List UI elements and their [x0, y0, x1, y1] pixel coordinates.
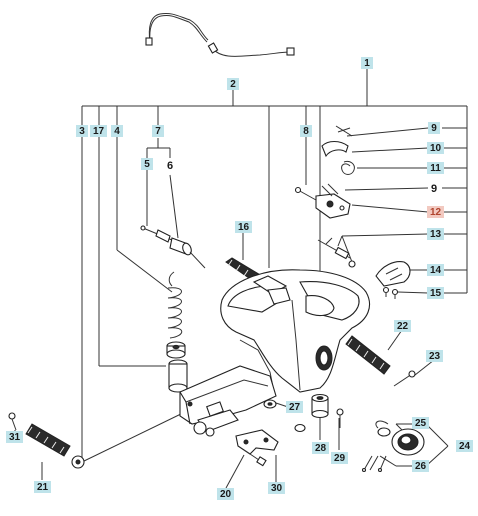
label-badge-31 — [6, 431, 23, 443]
label-badge-22 — [394, 320, 411, 332]
label-badge-30 — [268, 482, 285, 494]
bracket-part — [235, 429, 279, 455]
buffer-stack-part — [166, 341, 188, 393]
fuel-cap-part — [361, 420, 425, 473]
part-label-20: 20 — [220, 489, 232, 500]
part-label-8: 8 — [303, 126, 309, 137]
label-badge-17 — [90, 125, 107, 137]
part-label-25: 25 — [415, 418, 427, 429]
bushing-part — [311, 393, 329, 419]
label-badge-2 — [227, 78, 239, 90]
part-label-24: 24 — [459, 441, 471, 452]
main-housing-part — [179, 269, 370, 437]
label-badge-20 — [217, 488, 234, 500]
leader-lines — [14, 68, 468, 489]
part-label-17: 17 — [93, 126, 105, 137]
coil-spring-part — [167, 271, 183, 339]
label-badge-5 — [141, 158, 153, 170]
label-badge-15 — [427, 287, 444, 299]
pin-assembly-part — [317, 237, 356, 268]
label-badge-26 — [412, 460, 429, 472]
bellows-left-part — [25, 423, 85, 469]
part-label-13: 13 — [430, 229, 442, 240]
part-label-14: 14 — [430, 265, 442, 276]
label-badge-24 — [456, 440, 473, 452]
part-label-7: 7 — [155, 126, 161, 137]
hose-part — [145, 13, 295, 57]
label-badge-3 — [76, 125, 88, 137]
label-badge-16 — [235, 221, 252, 233]
label-badge-25 — [412, 417, 429, 429]
part-label-3: 3 — [79, 126, 85, 137]
part-label-5: 5 — [144, 159, 150, 170]
part-label-10: 10 — [430, 143, 442, 154]
part-label-2: 2 — [230, 79, 236, 90]
part-label-9a: 9 — [431, 123, 437, 134]
label-badge-4 — [111, 125, 123, 137]
small-screws-part — [382, 286, 399, 299]
part-label-30: 30 — [271, 483, 283, 494]
trigger-plate-part — [375, 261, 411, 287]
label-badge-9a — [428, 122, 440, 134]
screw-29-part — [336, 408, 344, 428]
part-label-9b: 9 — [431, 183, 437, 195]
label-badge-29 — [331, 452, 348, 464]
part-label-12: 12 — [430, 207, 442, 218]
bellows-right-part — [345, 335, 391, 375]
label-badge-27 — [286, 401, 303, 413]
part-label-22: 22 — [397, 321, 409, 332]
label-badge-28 — [312, 442, 329, 454]
screw-31-part — [8, 412, 17, 431]
bolt-part — [243, 449, 267, 467]
part-label-31: 31 — [9, 432, 21, 443]
part-label-15: 15 — [430, 288, 442, 299]
part-label-6: 6 — [167, 160, 173, 172]
part-label-29: 29 — [334, 453, 346, 464]
part-label-16: 16 — [238, 222, 250, 233]
rod-buffer-part — [140, 225, 206, 269]
label-badge-7 — [152, 125, 164, 137]
part-label-23: 23 — [429, 351, 441, 362]
label-badge-21 — [34, 481, 51, 493]
long-screw-part — [393, 370, 416, 387]
part-label-27: 27 — [289, 402, 301, 413]
part-label-1: 1 — [364, 58, 370, 69]
label-badge-14 — [427, 264, 444, 276]
part-label-badges: 1 2 3 17 4 7 5 6 8 9 10 11 9 — [6, 57, 473, 500]
throttle-lever-part — [294, 183, 351, 219]
part-label-26: 26 — [415, 461, 427, 472]
spring-clips-part — [321, 125, 355, 175]
part-label-11: 11 — [430, 163, 441, 174]
washer-part — [263, 399, 306, 433]
label-badge-11 — [427, 162, 444, 174]
label-badge-23 — [426, 350, 443, 362]
part-label-28: 28 — [315, 443, 327, 454]
label-badge-1 — [361, 57, 373, 69]
label-badge-10 — [427, 142, 444, 154]
part-label-21: 21 — [37, 482, 49, 493]
part-label-4: 4 — [114, 126, 120, 137]
label-badge-13 — [427, 228, 444, 240]
label-badge-12 — [427, 206, 444, 218]
label-badge-8 — [300, 125, 312, 137]
